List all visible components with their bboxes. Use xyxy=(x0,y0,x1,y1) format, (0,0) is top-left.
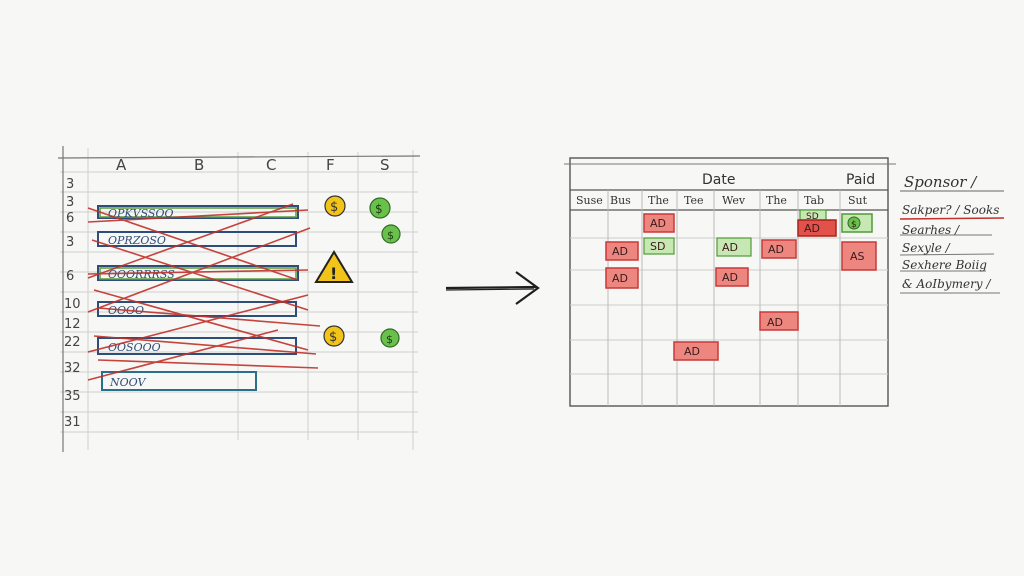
svg-text:AD: AD xyxy=(722,271,738,284)
ad-block[interactable]: AD xyxy=(716,237,752,257)
sponsor-item[interactable]: Searhes / xyxy=(902,223,960,237)
svg-text:SD: SD xyxy=(806,212,819,222)
row-number: 10 xyxy=(64,297,81,312)
sponsor-item[interactable]: & AoIbymery / xyxy=(902,277,991,291)
coin-icon: $ xyxy=(323,325,345,347)
row-number: 6 xyxy=(66,269,74,284)
svg-text:AD: AD xyxy=(767,316,783,329)
ad-block[interactable]: AD xyxy=(605,241,639,261)
col-header-c: C xyxy=(266,156,276,174)
row-number: 3 xyxy=(66,177,74,192)
row-number: 22 xyxy=(64,335,81,350)
coin-block[interactable]: $ xyxy=(841,213,873,233)
sponsor-item[interactable]: Sexyle / xyxy=(902,241,950,255)
sponsor-panel: Sponsor / Sakper? / Sooks Searhes / Sexy… xyxy=(896,165,1006,300)
day-header: Tab xyxy=(804,194,824,207)
right-arrow-icon xyxy=(445,271,540,305)
day-header: Suse xyxy=(576,194,603,207)
green-coin-icon: $ xyxy=(381,224,401,244)
ad-block[interactable]: AD xyxy=(605,267,639,289)
sd-block[interactable]: SD xyxy=(643,237,675,255)
svg-text:AD: AD xyxy=(768,243,784,256)
svg-text:AD: AD xyxy=(804,222,820,235)
calendar-header-date: Date xyxy=(702,172,735,188)
organized-calendar: Date Paid Suse Bus The Tee Wev The Tab S… xyxy=(562,150,898,429)
row-number: 31 xyxy=(64,415,81,430)
calendar-header-paid: Paid xyxy=(846,172,875,188)
ad-block[interactable]: AD xyxy=(761,239,797,259)
row-number: 3 xyxy=(66,235,74,250)
svg-text:AD: AD xyxy=(684,345,700,358)
svg-text:AS: AS xyxy=(850,250,865,263)
sheet-cell: OPKVSSOO xyxy=(108,207,174,220)
coin-icon: $ xyxy=(324,195,346,217)
sponsor-title: Sponsor / xyxy=(904,173,977,191)
warning-icon: ! xyxy=(314,250,354,283)
svg-text:$: $ xyxy=(851,220,857,230)
svg-text:AD: AD xyxy=(612,272,628,285)
ad-block[interactable]: AD xyxy=(643,213,675,233)
calendar-grid: Date Paid Suse Bus The Tee Wev The Tab S… xyxy=(564,157,896,407)
sheet-gridlines xyxy=(60,148,418,450)
row-number: 3 xyxy=(66,195,74,210)
day-header: Sut xyxy=(848,194,868,207)
sheet-cell: NOOV xyxy=(109,376,146,389)
ad-block[interactable]: AD xyxy=(759,311,799,331)
green-coin-icon: $ xyxy=(380,328,400,348)
green-coin-icon: $ xyxy=(369,197,391,219)
sponsor-item[interactable]: Sexhere Boiig xyxy=(902,258,987,272)
ad-block[interactable]: AD xyxy=(673,341,719,361)
svg-text:SD: SD xyxy=(650,240,665,253)
sponsor-item[interactable]: Sakper? / Sooks xyxy=(902,203,1000,217)
row-number: 6 xyxy=(66,211,74,226)
day-header: The xyxy=(766,194,787,207)
sponsor-panel-lines xyxy=(899,190,1005,294)
svg-text:$: $ xyxy=(387,229,394,242)
col-header-a: A xyxy=(116,156,127,174)
day-header: Bus xyxy=(610,194,631,207)
svg-text:AD: AD xyxy=(650,217,666,230)
svg-text:AD: AD xyxy=(722,241,738,254)
sheet-cell: OPRZOSO xyxy=(108,234,166,247)
day-header: Wev xyxy=(722,194,746,207)
red-crossout-strokes xyxy=(87,203,321,381)
row-number: 32 xyxy=(64,361,81,376)
col-header-f: F xyxy=(326,156,335,174)
row-number: 35 xyxy=(64,389,81,404)
spreadsheet-sketch: A B C F S 3 3 6 3 6 10 12 22 32 35 31 xyxy=(57,146,421,452)
ad-block[interactable]: AD xyxy=(715,267,749,287)
ad-block[interactable]: AD xyxy=(797,219,837,237)
messy-spreadsheet: A B C F S 3 3 6 3 6 10 12 22 32 35 31 xyxy=(57,140,428,459)
day-header: The xyxy=(648,194,669,207)
col-header-b: B xyxy=(194,156,204,174)
sheet-cell: OOSOOO xyxy=(108,341,161,354)
svg-text:$: $ xyxy=(329,330,337,345)
col-header-s: S xyxy=(380,156,390,174)
day-header: Tee xyxy=(684,194,704,207)
svg-text:$: $ xyxy=(375,202,383,216)
svg-text:AD: AD xyxy=(612,245,628,258)
svg-text:$: $ xyxy=(330,200,338,215)
row-number: 12 xyxy=(64,317,81,332)
sheet-cell: OOORRRSS xyxy=(108,268,175,281)
svg-text:!: ! xyxy=(330,264,337,283)
as-block[interactable]: AS xyxy=(841,241,877,271)
svg-text:$: $ xyxy=(386,333,393,346)
